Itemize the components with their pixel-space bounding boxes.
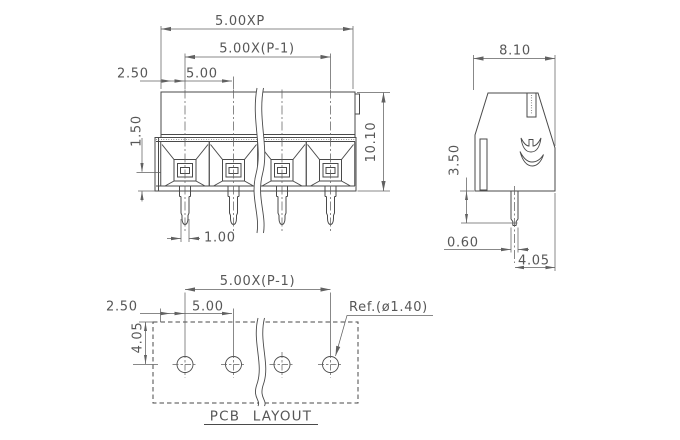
side-dimensions: 8.10 3.50 0.60 4.05: [444, 44, 556, 271]
hole-crosshair: [269, 352, 295, 378]
front-view: 5.00XP 5.00X(P-1) 2.50 5.00 1.50 10.10 1…: [117, 14, 390, 246]
pcb-dim-row-offset: 4.05: [131, 322, 146, 354]
wire-clamp-upper-icon: [520, 137, 542, 153]
front-latch-notch: [354, 93, 360, 115]
side-dim-body-depth: 8.10: [499, 44, 531, 59]
pcb-hole-ref: Ref.(ø1.40): [349, 300, 428, 315]
front-dim-step-height: 1.50: [130, 115, 145, 147]
side-dim-pin-thickness: 0.60: [447, 236, 479, 251]
solder-pin: [227, 186, 240, 226]
front-dim-pin-width: 1.00: [204, 231, 236, 246]
front-dimensions: 5.00XP 5.00X(P-1) 2.50 5.00 1.50 10.10 1…: [117, 14, 390, 246]
pcb-break-symbol: [255, 317, 267, 407]
pcb-dimensions: 5.00X(P-1) 2.50 5.00 4.05 Ref.(ø1.40): [106, 274, 433, 365]
hole-ref-leader: [335, 315, 433, 357]
pcb-holes: [172, 352, 343, 378]
front-dim-pitch: 5.00: [186, 67, 218, 82]
side-body-outline: [474, 92, 556, 263]
solder-pins: [179, 186, 337, 226]
pcb-dim-pitch: 5.00: [192, 300, 224, 315]
solder-pin: [276, 186, 288, 226]
hole-crosshair: [172, 352, 198, 378]
pcb-dim-edge-offset: 2.50: [106, 300, 138, 315]
front-dim-total-width: 5.00XP: [215, 14, 265, 29]
front-dim-span: 5.00X(P-1): [219, 42, 295, 57]
side-wire-slot: [526, 93, 537, 118]
pcb-dim-span: 5.00X(P-1): [220, 274, 296, 289]
pcb-layout-view: 5.00X(P-1) 2.50 5.00 4.05 Ref.(ø1.40) PC…: [106, 274, 433, 425]
solder-pin: [324, 186, 337, 226]
terminal-cell: [305, 141, 356, 187]
wire-clamp-lower-icon: [519, 151, 544, 167]
side-left-slot: [479, 138, 488, 191]
side-dim-pin-length: 3.50: [448, 144, 463, 176]
front-dim-edge-offset: 2.50: [117, 67, 149, 82]
side-view: 8.10 3.50 0.60 4.05: [444, 44, 556, 271]
hole-crosshair: [221, 352, 246, 378]
front-dim-body-height: 10.10: [364, 122, 379, 163]
front-centerlines: [184, 89, 331, 231]
solder-pin: [179, 186, 191, 226]
front-break-symbol: [253, 87, 266, 234]
pcb-layout-title: PCB LAYOUT: [210, 409, 312, 425]
hole-crosshair: [318, 352, 343, 378]
side-dim-pin-to-edge: 4.05: [518, 254, 550, 269]
